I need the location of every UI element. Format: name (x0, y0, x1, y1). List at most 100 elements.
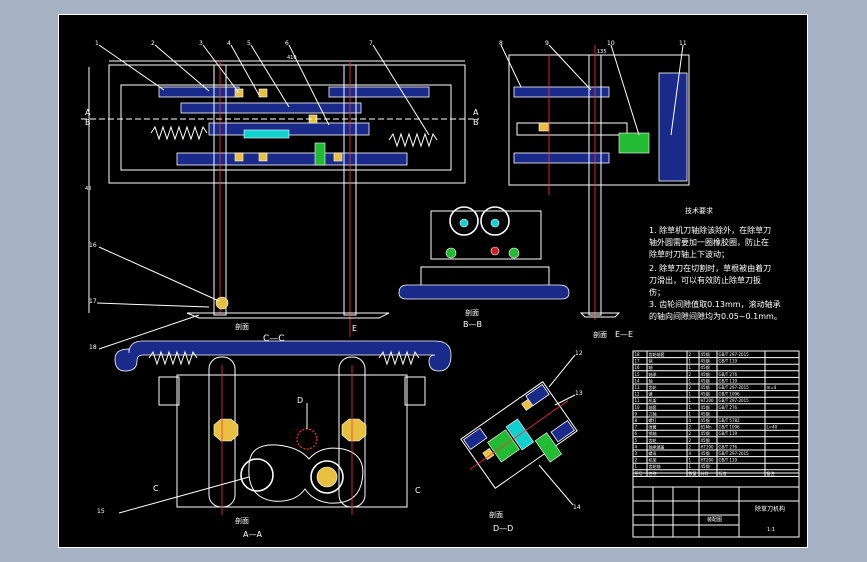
cc-prefix: 剖面 (235, 322, 249, 331)
table-cell: 2 (689, 372, 692, 377)
table-cell: 45钢 (701, 377, 710, 383)
mark-b-left: B (85, 118, 91, 127)
table-cell: 45钢 (701, 417, 710, 423)
aa-nut-right (341, 418, 367, 442)
bb-prefix: 剖面 (465, 308, 479, 317)
aa-top-rail (114, 340, 452, 372)
frame-inner (120, 84, 452, 171)
svg-text:4: 4 (227, 40, 231, 47)
bb-bolt-2 (508, 247, 520, 259)
table-cell: 6 (635, 431, 638, 436)
table-cell: 键 (649, 391, 653, 397)
table-cell: 1 (689, 405, 692, 410)
bearing-c (234, 152, 244, 162)
table-cell: GB/T 119 (719, 378, 738, 383)
aa-cam-hub (316, 466, 338, 488)
aa-ear-right (404, 376, 426, 406)
tech-line-6: 伤； (649, 287, 665, 297)
dd-bearing-2 (521, 398, 534, 411)
svg-text:11: 11 (679, 40, 687, 47)
table-cell: 45钢 (701, 437, 710, 443)
plate-mid (180, 102, 362, 114)
table-cell: 弹簧 (649, 424, 657, 430)
svg-text:8: 8 (499, 40, 503, 47)
bearing-f (333, 152, 343, 162)
table-cell: 45钢 (701, 384, 710, 390)
table-cell: 机架 (649, 457, 657, 463)
table-cell: 9 (635, 411, 638, 416)
table-cell: 45钢 (701, 404, 710, 410)
table-cell: 齿轮 (649, 437, 657, 443)
table-cell: 轴 (649, 377, 653, 383)
table-cell: 1 (689, 458, 692, 463)
table-cell: GB/T 297-2015 (719, 451, 750, 456)
aa-nut-left (213, 418, 239, 442)
spring-right (388, 132, 438, 148)
table-cell: GB/T 119 (719, 359, 738, 364)
tech-line-7: 3. 齿轮间隙值取0.13mm，滚动轴承 (649, 299, 781, 309)
table-cell: 45钢 (701, 351, 710, 357)
table-cell: 1 (689, 411, 692, 416)
plate-lower (176, 152, 408, 166)
table-cell: 2 (689, 438, 692, 443)
table-cell: 5 (635, 438, 638, 443)
bearing-d (258, 152, 268, 162)
ee-prefix: 剖面 (593, 330, 607, 339)
bb-title: B—B (463, 320, 482, 329)
table-cell: 7 (635, 425, 638, 430)
aa-cam (248, 444, 364, 504)
table-cell: 4 (689, 418, 692, 423)
title-block-scale: 1:1 (767, 527, 775, 533)
table-cell: GB/T 1096 (719, 425, 741, 430)
plate-upper-left (158, 86, 240, 98)
svg-text:17: 17 (89, 298, 97, 305)
tech-line-1: 1. 除草机刀轴除该除外，在除草刀 (649, 225, 771, 235)
side-gear-rail (516, 122, 628, 136)
mark-a-right: A (473, 108, 479, 117)
dd-centerline (469, 400, 569, 470)
cc-title: C—C (263, 334, 285, 344)
table-cell: GB/T 1096 (719, 392, 741, 397)
table-cell: L=40 (767, 425, 778, 430)
mark-c-left: C (153, 484, 159, 493)
table-cell: 销 (649, 358, 653, 364)
table-cell: 刀轴 (649, 410, 657, 416)
view-aa: 15 D C C 剖面 A—A (97, 340, 452, 539)
aa-spring-left (148, 350, 198, 366)
table-cell: 15 (635, 372, 641, 377)
bushing-green (314, 142, 326, 166)
table-cell: 销轴 (649, 430, 657, 436)
svg-text:1: 1 (95, 40, 99, 47)
aa-cam-right (310, 460, 344, 494)
technical-notes: 技术要求 1. 除草机刀轴除该除外，在除草刀 轴外圆需要加一圈橡胶圈，防止在 除… (649, 206, 782, 321)
table-cell: 螺钉 (649, 417, 657, 423)
bb-bolt-3 (490, 246, 500, 256)
table-cell: 2 (635, 458, 638, 463)
view-dd (460, 381, 578, 489)
tech-title: 技术要求 (685, 206, 713, 215)
svg-text:3: 3 (199, 40, 203, 47)
table-cell: HT200 (701, 458, 715, 463)
table-cell: 螺母 (649, 450, 657, 456)
dd-block-3 (550, 420, 575, 443)
table-cell: 2 (689, 425, 692, 430)
aa-cam-left (240, 458, 274, 492)
table-cell: HT200 (701, 398, 715, 403)
table-cell: GB/T 276 (719, 405, 738, 410)
svg-text:9: 9 (545, 40, 549, 47)
side-bearing (538, 122, 550, 132)
callouts-front: 1 2 3 4 5 6 7 16 17 18 (89, 40, 430, 351)
tech-line-5: 刀滑出，可以有效防止除草刀扳 (649, 275, 761, 285)
table-cell: 45钢 (701, 391, 710, 397)
svg-text:18: 18 (89, 344, 97, 351)
mark-d: D (297, 396, 303, 405)
table-cell: GB/T 276 (719, 444, 738, 449)
dd-gear-3 (534, 432, 563, 463)
table-cell: 17 (635, 359, 641, 364)
blade-bolt (215, 296, 229, 310)
mark-e: E (352, 324, 357, 333)
side-plate-top (513, 86, 610, 98)
view-bb: 剖面 B—B (398, 206, 570, 329)
svg-text:13: 13 (575, 390, 583, 397)
